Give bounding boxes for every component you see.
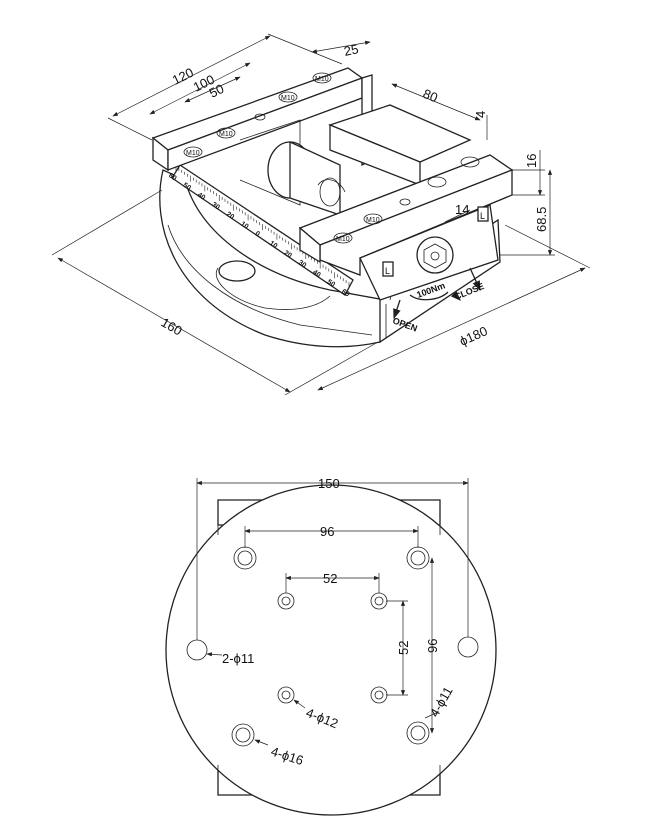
- callout-2-phi-11: 2-ϕ11: [222, 651, 254, 666]
- scale-number: 50: [182, 182, 192, 192]
- scale-number: 20: [282, 250, 292, 260]
- hole-label-6: M10: [366, 217, 380, 224]
- scale-number: 40: [196, 192, 206, 202]
- chip-pocket: [218, 260, 256, 282]
- scale-number: 0: [254, 230, 261, 238]
- scale-number: 20: [225, 211, 235, 221]
- dim-50: 50: [207, 81, 227, 101]
- hole-label-3: M10: [281, 95, 295, 102]
- dim-150: 150: [318, 476, 340, 491]
- scale-number: 60: [167, 172, 177, 182]
- scale-number: 10: [239, 221, 249, 231]
- hole-label-5: M10: [336, 236, 350, 243]
- jaw-mark-left: L: [385, 266, 390, 276]
- bottom-view: 150 96 52 52 96 2-ϕ11 4-ϕ11 4-ϕ12 4-ϕ16: [165, 476, 497, 816]
- dim-68-5: 68.5: [534, 207, 549, 232]
- scale-number: 10: [268, 240, 278, 250]
- scale-number: 40: [311, 269, 321, 279]
- hole-label-2: M10: [219, 131, 233, 138]
- dim-16: 16: [524, 154, 539, 168]
- dim-phi-180: ϕ180: [457, 323, 490, 348]
- dim-52-vertical: 52: [396, 641, 411, 655]
- rear-block: [328, 104, 472, 186]
- vise-screw: [267, 140, 346, 216]
- jaw-holes: M10 M10 M10 M10 M10 M10: [183, 72, 480, 244]
- dim-80: 80: [421, 86, 440, 105]
- hole-label-4: M10: [315, 76, 329, 83]
- dim-25: 25: [343, 41, 360, 59]
- hole-label-1: M10: [186, 150, 200, 157]
- scale-number: 30: [210, 201, 220, 211]
- dim-96-horizontal: 96: [320, 524, 334, 539]
- jaw-mark-right: L: [480, 211, 485, 221]
- dim-52-horizontal: 52: [323, 571, 337, 586]
- scale-number: 30: [297, 259, 307, 269]
- dim-4: 4: [473, 111, 488, 118]
- dim-96-vertical: 96: [425, 639, 440, 653]
- dim-14: 14: [455, 202, 469, 217]
